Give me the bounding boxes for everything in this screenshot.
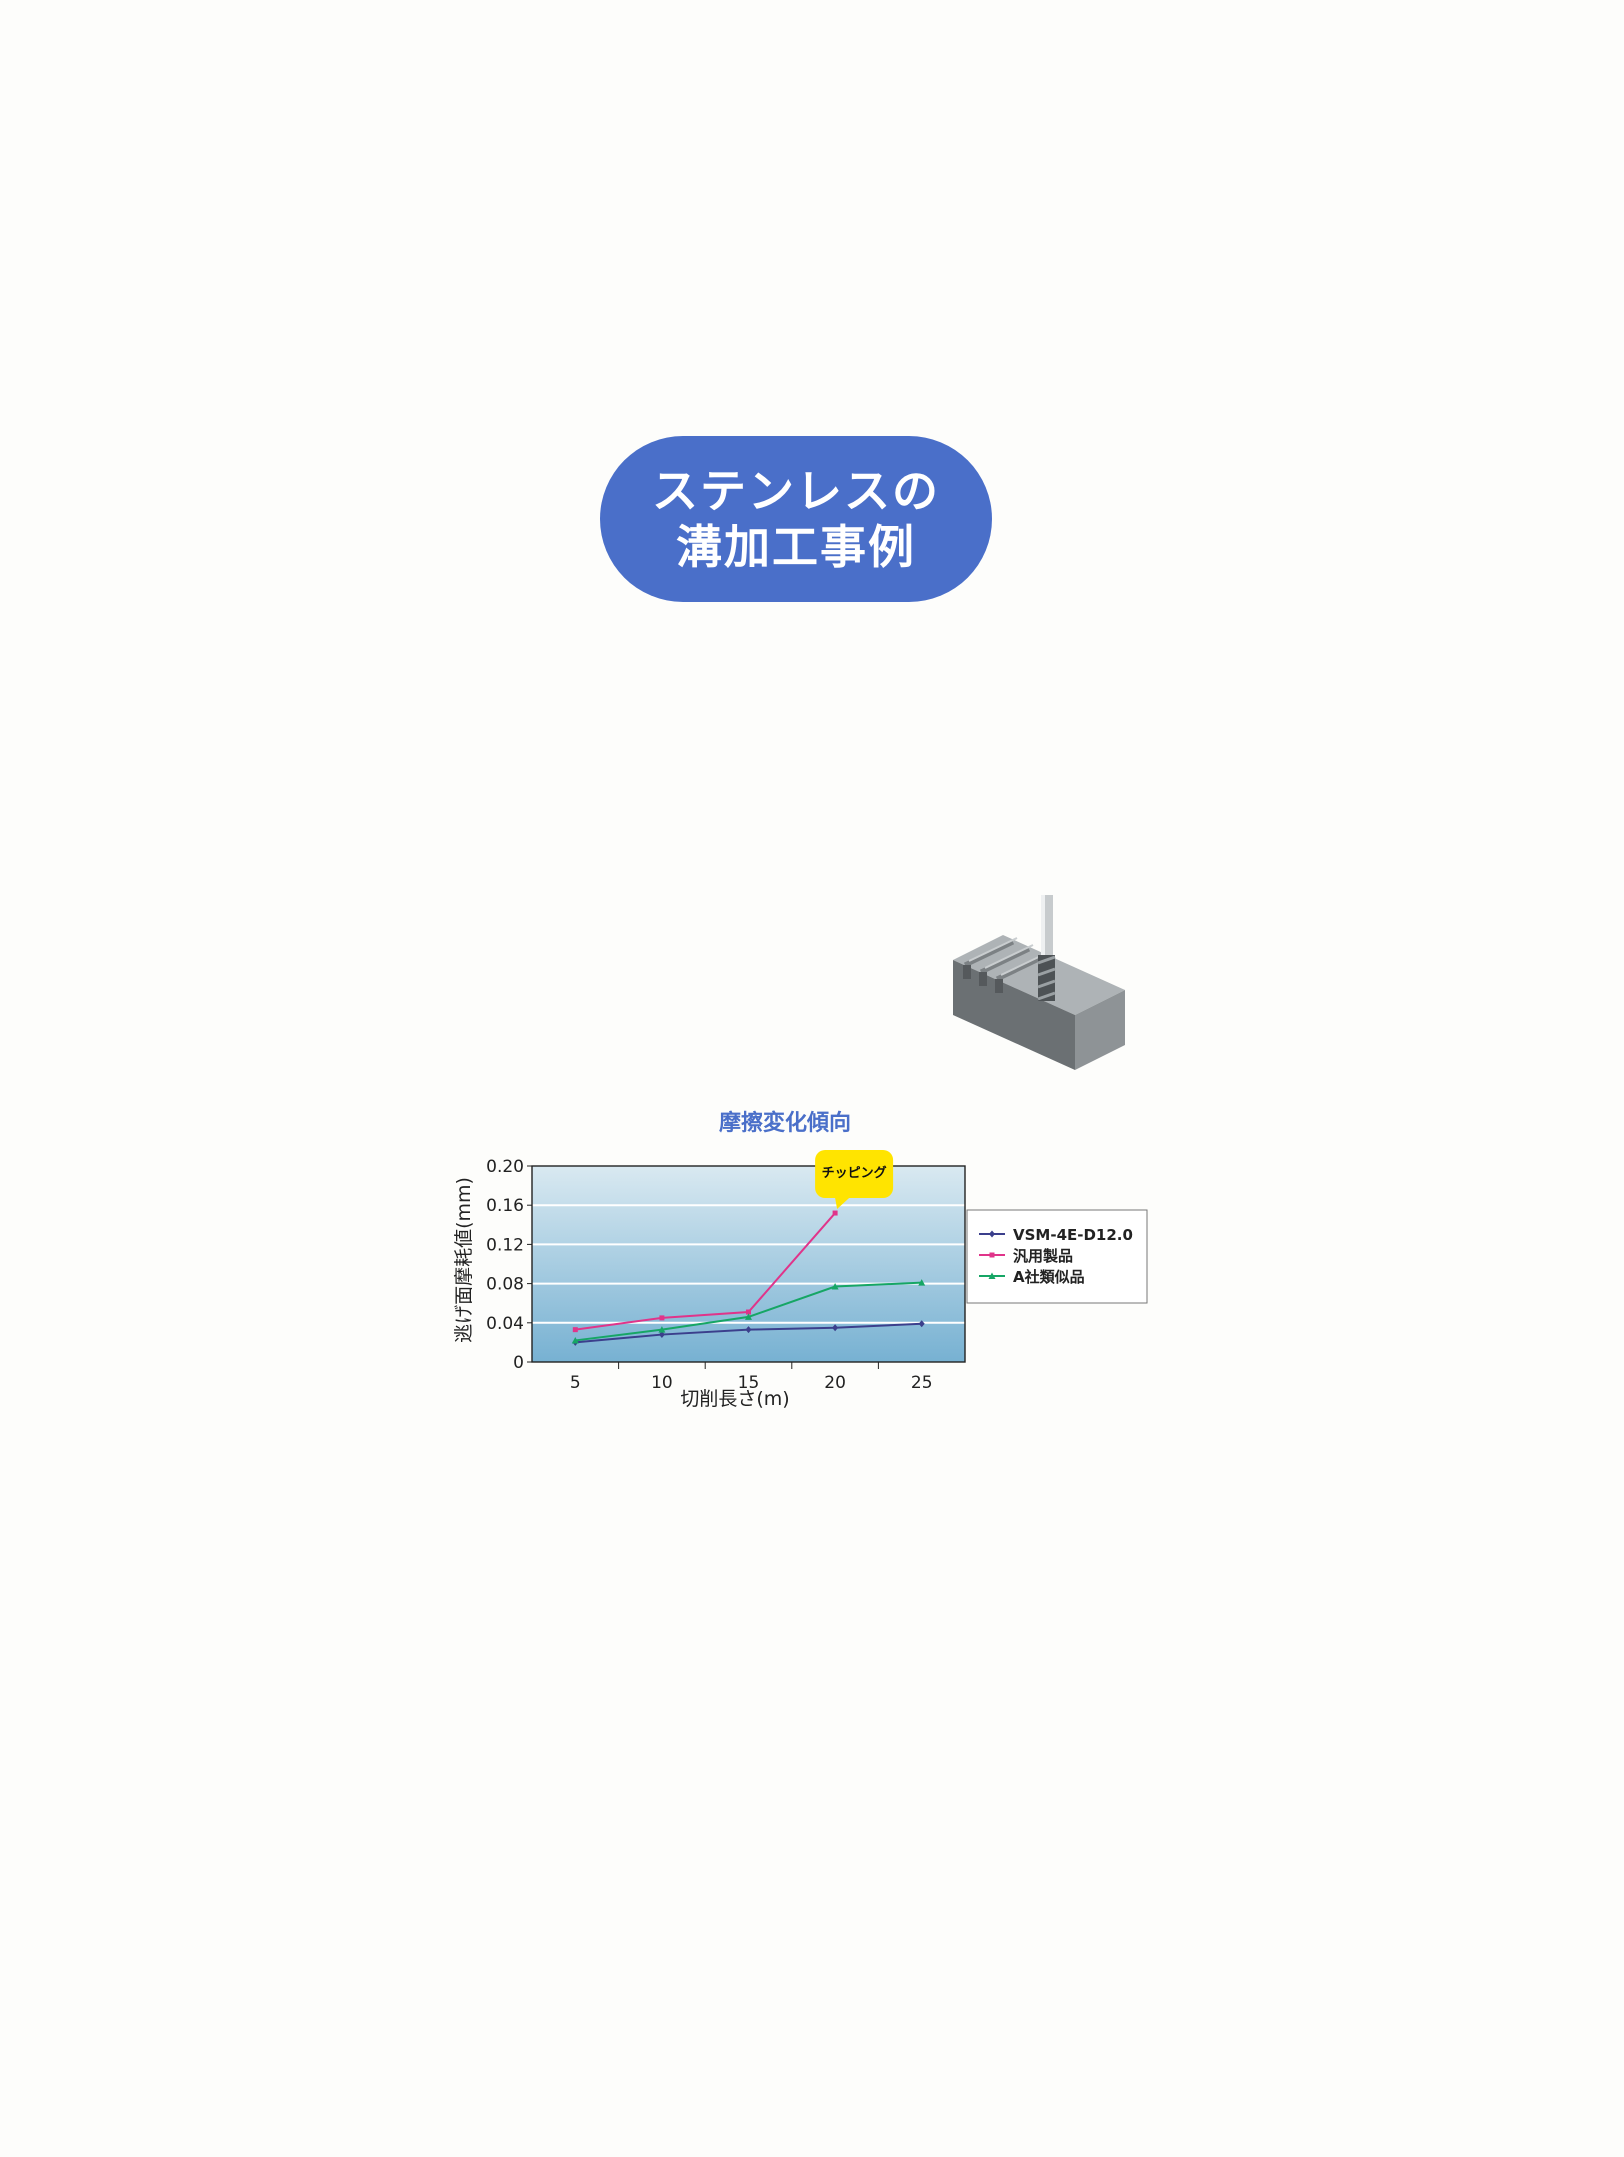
legend-label: A社類似品 — [1013, 1268, 1085, 1286]
legend-label: 汎用製品 — [1013, 1247, 1073, 1265]
series-3-point — [745, 1313, 752, 1320]
x-tick-label: 20 — [824, 1373, 846, 1393]
series-3-point — [831, 1283, 839, 1290]
x-tick-label: 10 — [651, 1373, 673, 1393]
series-2-point — [659, 1315, 665, 1321]
y-tick-label: 0 — [513, 1353, 524, 1373]
legend-label: VSM-4E-D12.0 — [1013, 1226, 1133, 1244]
series-3-point — [658, 1326, 666, 1333]
title-badge: ステンレスの 溝加工事例 — [600, 436, 992, 602]
y-tick-label: 0.12 — [486, 1235, 524, 1255]
chart-legend: VSM-4E-D12.0 汎用製品 A社類似品 — [966, 1209, 1148, 1304]
legend-marker — [989, 1230, 995, 1238]
chart-title: 摩擦変化傾向 — [719, 1110, 851, 1136]
x-axis-label: 切削長さ(m) — [680, 1388, 789, 1410]
x-tick-label: 25 — [911, 1373, 933, 1393]
series-3-point — [571, 1336, 579, 1344]
end-mill-grooving-illustration — [953, 895, 1125, 1070]
title-line-2: 溝加工事例 — [676, 520, 916, 574]
series-2-point — [746, 1309, 751, 1315]
series-2-point — [832, 1210, 838, 1216]
x-tick-label: 15 — [738, 1373, 760, 1393]
series-2-point — [572, 1327, 578, 1333]
legend-marker — [989, 1252, 995, 1258]
series-1-point — [918, 1320, 925, 1328]
wear-trend-chart: 摩擦変化傾向 0 0.04 0.08 0.12 0.16 0.20 5 10 15 20 25 チッピ… — [453, 1110, 1148, 1410]
y-tick-label: 0.04 — [486, 1314, 524, 1334]
series-3-point — [918, 1279, 926, 1286]
series-1-point — [658, 1331, 665, 1339]
x-tick-label: 5 — [570, 1373, 581, 1393]
series-1-point — [832, 1324, 839, 1332]
legend-marker — [988, 1272, 996, 1279]
legend-box — [966, 1209, 1148, 1304]
plot-frame — [531, 1165, 966, 1363]
chipping-callout-label: チッピング — [822, 1165, 887, 1181]
series-line-2 — [575, 1212, 836, 1331]
y-axis-label: 逃げ面摩耗値(mm) — [453, 1177, 475, 1343]
y-tick-label: 0.08 — [486, 1275, 524, 1295]
y-tick-label: 0.16 — [486, 1196, 524, 1216]
y-tick-label: 0.20 — [486, 1157, 524, 1177]
title-line-1: ステンレスの — [652, 463, 940, 518]
chipping-callout-bubble — [815, 1150, 894, 1210]
series-1-point — [745, 1326, 752, 1334]
